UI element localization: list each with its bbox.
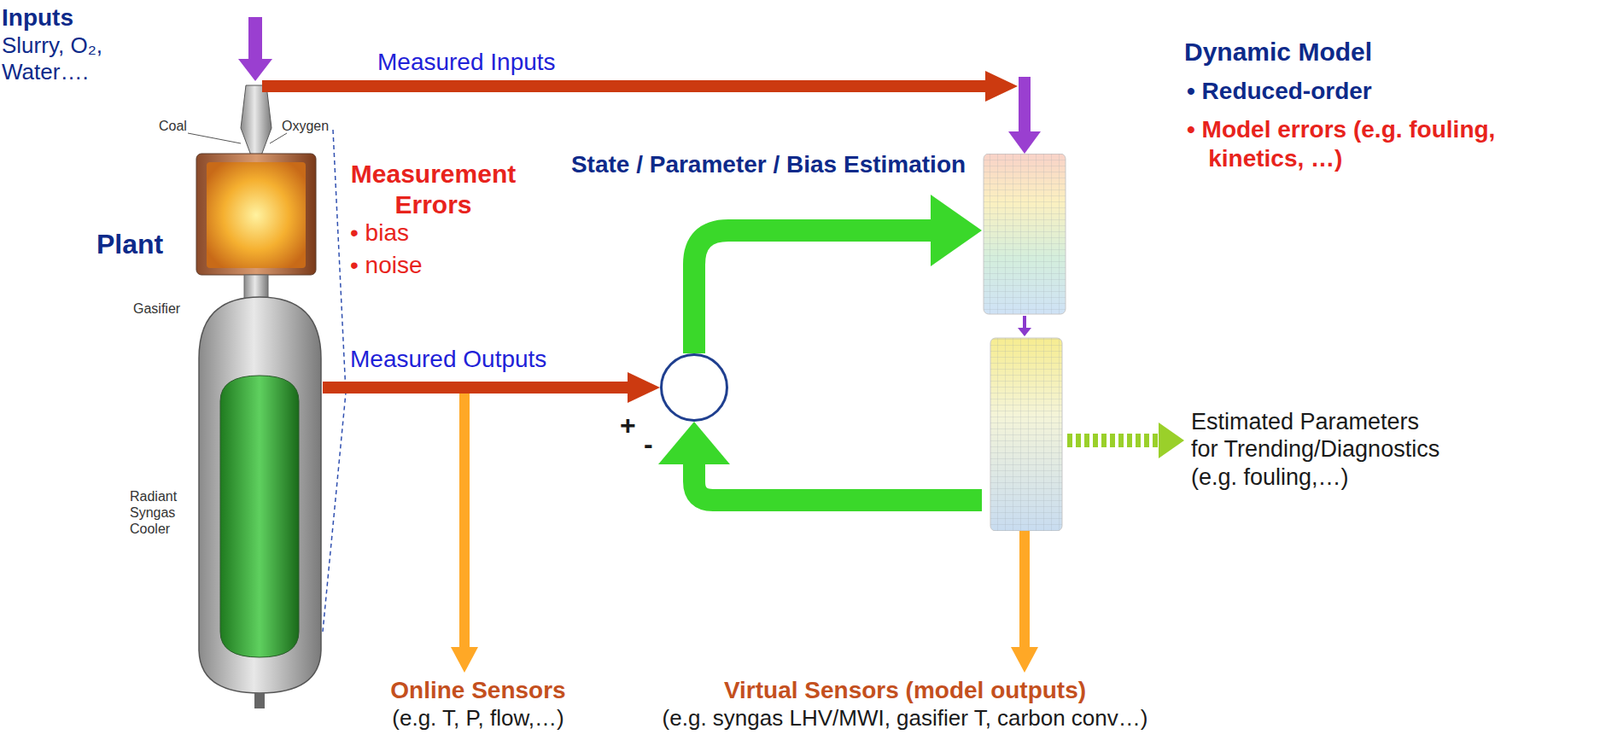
error-item: • noise [350,251,423,281]
arrow-head [627,372,660,403]
plant-unit: Plant [192,81,325,696]
node-text: • Reduced-order [1186,76,1373,106]
node-heading: Online Sensors [362,676,594,706]
arrow-head [658,421,730,465]
connector-shaft [262,80,987,93]
connector-shaft [694,230,933,354]
estimated-parameters: Estimated Parameters for Trending/Diagno… [1191,408,1448,491]
flow-arrow [262,70,1041,154]
part-label: Coal [158,117,187,135]
edge-label: Measured Inputs [377,47,556,77]
cooler-outlet [254,693,265,709]
part-label: Radiant Syngas Cooler [129,488,197,538]
connector-shaft [1067,433,1161,448]
node-heading: Inputs [1,3,152,33]
edge-label: State / Parameter / Bias Estimation [567,150,970,180]
flow-arrow [238,17,273,82]
input-block: InputsSlurry, O₂, Water…. [1,3,152,86]
connector-shaft [322,381,630,394]
arrow-head [1158,422,1185,459]
node-text: (e.g. T, P, flow,…) [362,705,594,732]
node-heading: Dynamic Model [1184,36,1373,68]
node-text: • Model errors (e.g. fouling, kinetics, … [1186,115,1584,173]
dynamic-model: Dynamic Model• Reduced-order• Model erro… [981,153,1068,532]
arrow-head [985,70,1018,102]
edge-label: Measured Outputs [350,344,547,374]
node-text: - [643,427,654,461]
arrow-head [1008,131,1041,154]
leader-line [269,133,287,144]
flow-arrow [322,372,660,403]
syngas-cooler-shell [198,297,322,694]
connector-shaft [248,17,263,61]
error-heading: Measurement Errors [341,158,526,221]
connector-shaft [694,462,982,501]
node-heading: + [619,408,637,442]
connector-shaft [1018,76,1031,134]
callout-dashed-line [322,129,346,632]
arrow-head [1010,647,1039,673]
model-column-art [981,153,1068,532]
part-label: Gasifier [133,300,181,317]
flow-arrow [1010,531,1039,673]
node-heading: Virtual Sensors (model outputs) [623,676,1187,706]
gasifier-shell [196,153,316,275]
flow-arrow [1067,422,1185,459]
connector-shaft [459,393,470,649]
online-sensors: Online Sensors(e.g. T, P, flow,…) [362,676,594,732]
syngas-cooler-tubes [220,375,299,658]
gasifier-drawing [187,85,346,709]
arrow-head [238,58,273,82]
arrow-head [450,647,479,673]
flow-arrow [450,393,479,673]
node-heading: Estimated Parameters for Trending/Diagno… [1191,408,1448,491]
node-text: Slurry, O₂, Water…. [1,32,152,86]
leader-line [187,133,241,144]
flow-arrow [694,194,982,354]
part-label: Oxygen [281,117,329,135]
gasifier-flame [206,162,306,269]
summing-junction: +- [659,353,729,422]
virtual-sensors: Virtual Sensors (model outputs)(e.g. syn… [623,676,1187,732]
burner-nozzle [240,85,272,156]
gasifier-neck [244,274,269,299]
connector-shaft [1019,531,1030,649]
error-item: • bias [350,218,409,248]
node-text: (e.g. syngas LHV/MWI, gasifier T, carbon… [623,705,1187,732]
node-heading: Plant [96,227,164,261]
flow-arrow [658,421,982,501]
arrow-head [930,194,982,267]
